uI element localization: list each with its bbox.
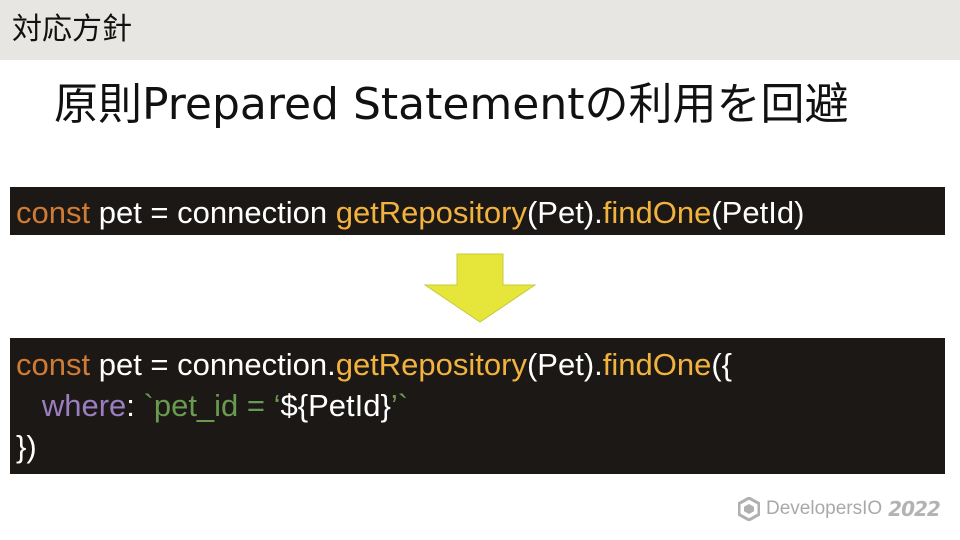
code-property: where [41,388,127,423]
code-text: }) [16,429,37,464]
code-keyword: const [16,347,91,382]
code-line-1: const pet = connection.getRepository(Pet… [16,344,945,385]
code-string: ’` [390,388,409,423]
code-function: getRepository [335,195,527,230]
brand-year: 2022 [888,497,941,521]
code-text: (PetId) [711,195,805,230]
code-text: pet = connection. [90,347,336,382]
code-function: findOne [602,347,712,382]
code-function: getRepository [335,347,527,382]
code-string: `pet_id = ‘ [143,388,281,423]
code-line-3: }) [16,426,945,467]
code-text: : [126,388,144,423]
footer-logo: DevelopersIO 2022 [738,494,948,524]
code-text: ({ [711,347,733,382]
code-keyword: const [16,195,91,230]
code-line-2: where: `pet_id = ‘${PetId}’` [16,385,945,426]
code-block-after: const pet = connection.getRepository(Pet… [10,338,945,474]
code-text: (Pet). [526,347,603,382]
hexagon-logo-icon [738,497,760,521]
slide-title: 原則Prepared Statementの利用を回避 [54,79,849,130]
section-title: 対応方針 [12,12,132,47]
down-arrow-icon [424,253,536,323]
code-function: findOne [602,195,712,230]
code-text: (Pet). [526,195,603,230]
brand-name: DevelopersIO [766,498,883,519]
code-text: ${PetId} [280,388,391,423]
code-text: pet = connection [90,195,336,230]
code-block-before: const pet = connection getRepository(Pet… [10,187,945,235]
header-bar: 対応方針 [0,0,960,60]
code-indent [16,388,42,423]
